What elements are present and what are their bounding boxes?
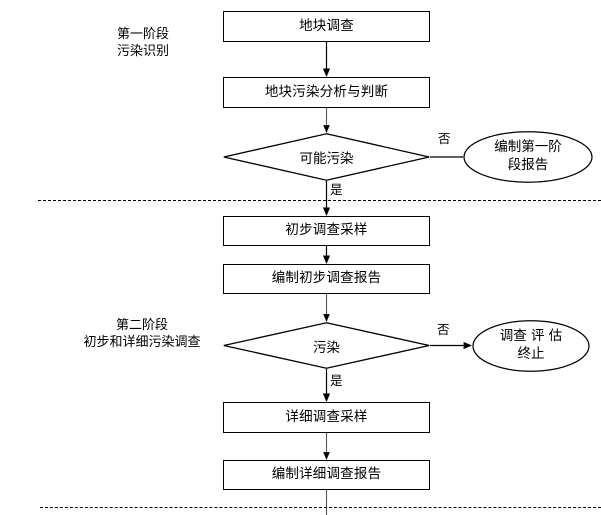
phase-divider-1 <box>38 200 601 201</box>
node-pollution-label: 污染 <box>313 339 340 356</box>
edge-label-no-possible-pollution: 否 <box>438 131 451 146</box>
edge-label-yes-possible-pollution: 是 <box>330 182 343 197</box>
node-phase1-report-label: 编制第一阶 段报告 <box>494 139 562 173</box>
node-detailed-sampling[interactable]: 详细调查采样 <box>223 402 430 433</box>
edge-label-yes-pollution: 是 <box>330 373 343 388</box>
node-site-survey[interactable]: 地块调查 <box>223 11 430 42</box>
node-pollution[interactable]: 污染 <box>223 322 430 369</box>
stage-label-phase-1: 第一阶段 污染识别 <box>116 27 169 59</box>
node-detailed-report[interactable]: 编制详细调查报告 <box>223 460 430 490</box>
node-survey-terminated-label: 调查 评 估 终止 <box>499 328 563 362</box>
node-survey-terminated[interactable]: 调查 评 估 终止 <box>472 320 590 372</box>
node-pollution-analysis[interactable]: 地块污染分析与判断 <box>223 77 430 108</box>
node-preliminary-sampling[interactable]: 初步调查采样 <box>223 216 430 246</box>
node-possible-pollution-label: 可能污染 <box>299 151 354 167</box>
node-phase1-report[interactable]: 编制第一阶 段报告 <box>463 131 593 183</box>
node-possible-pollution[interactable]: 可能污染 <box>223 133 430 181</box>
node-preliminary-report[interactable]: 编制初步调查报告 <box>223 264 430 294</box>
phase-divider-2 <box>40 507 601 508</box>
edge-label-no-pollution: 否 <box>437 322 450 337</box>
stage-label-phase-2: 第二阶段 初步和详细污染调查 <box>83 318 201 350</box>
